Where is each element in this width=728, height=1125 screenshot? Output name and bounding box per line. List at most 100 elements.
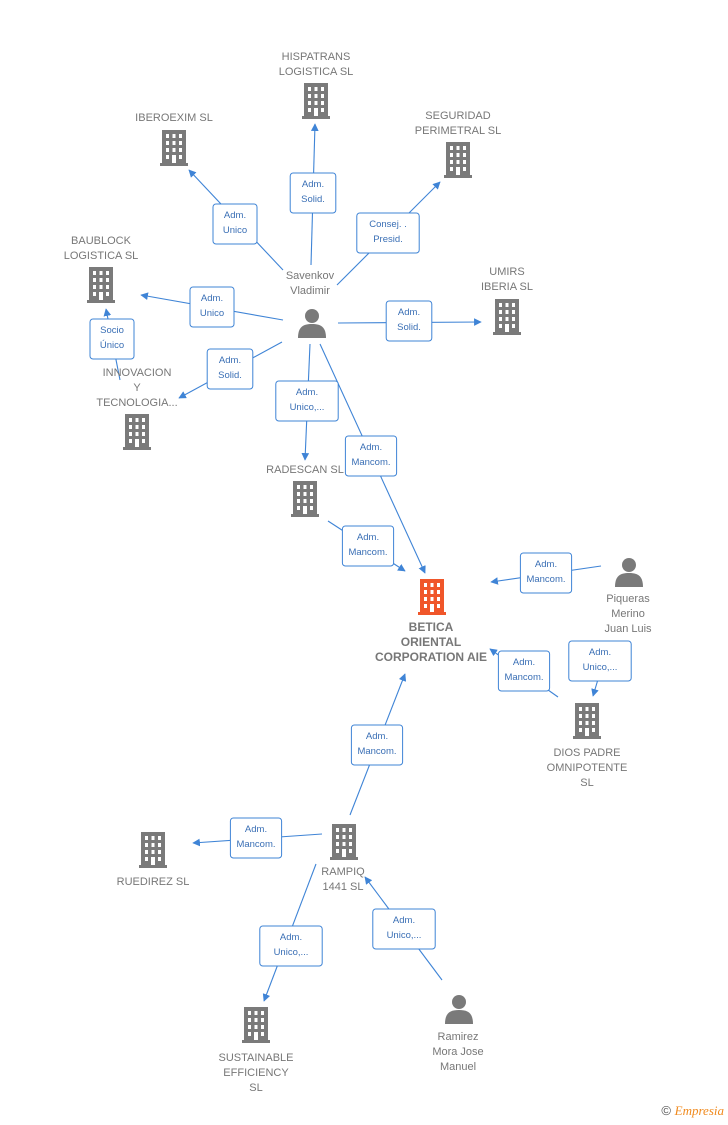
company-node-hispatrans[interactable]: HISPATRANS LOGISTICA SL bbox=[279, 51, 354, 119]
node-label[interactable]: SL bbox=[249, 1082, 262, 1094]
company-node-innovacion[interactable]: INNOVACION Y TECNOLOGIA... bbox=[96, 367, 178, 450]
edge-role-box[interactable] bbox=[275, 380, 339, 422]
building-icon[interactable] bbox=[139, 832, 167, 868]
node-label[interactable]: IBEROEXIM SL bbox=[135, 112, 213, 124]
company-node-baublock[interactable]: BAUBLOCK LOGISTICA SL bbox=[64, 235, 139, 303]
node-label[interactable]: RADESCAN SL bbox=[266, 464, 344, 476]
edge-role-box[interactable] bbox=[385, 300, 433, 342]
building-icon[interactable] bbox=[444, 142, 472, 178]
company-node-iberoexim[interactable]: IBEROEXIM SL bbox=[135, 112, 213, 166]
edge-role-label[interactable]: Adm.Mancom. bbox=[350, 724, 404, 766]
edge-role-box[interactable] bbox=[344, 435, 398, 477]
person-icon[interactable] bbox=[298, 309, 326, 338]
node-label[interactable]: EFFICIENCY bbox=[223, 1067, 289, 1079]
edge-role-label[interactable]: Adm.Mancom. bbox=[341, 525, 395, 567]
edge-role-label[interactable]: Consej. .Presid. bbox=[356, 212, 420, 254]
node-label[interactable]: RAMPIQ bbox=[321, 866, 365, 878]
node-label[interactable]: Y bbox=[133, 382, 141, 394]
node-label[interactable]: Vladimir bbox=[290, 285, 330, 297]
edge-role-box[interactable] bbox=[206, 348, 254, 390]
edge-role-label[interactable]: Adm.Unico bbox=[212, 203, 258, 245]
edge-role-label[interactable]: Adm.Unico,... bbox=[275, 380, 339, 422]
edge-role-label[interactable]: Adm.Unico,... bbox=[259, 925, 323, 967]
edge-role-label[interactable]: Adm.Unico bbox=[189, 286, 235, 328]
edge-role-box[interactable] bbox=[229, 817, 283, 859]
node-label[interactable]: Mora Jose bbox=[432, 1046, 483, 1058]
building-icon[interactable] bbox=[418, 579, 446, 615]
node-label[interactable]: DIOS PADRE bbox=[553, 747, 620, 759]
node-label[interactable]: SUSTAINABLE bbox=[219, 1052, 294, 1064]
node-label[interactable]: BETICA bbox=[409, 620, 454, 634]
node-label[interactable]: UMIRS bbox=[489, 266, 524, 278]
company-node-rampiq[interactable]: RAMPIQ 1441 SL bbox=[321, 824, 365, 893]
node-label[interactable]: Ramirez bbox=[438, 1031, 479, 1043]
edge-role-box[interactable] bbox=[189, 286, 235, 328]
edge-role-label[interactable]: Adm.Solid. bbox=[289, 172, 337, 214]
edge-role-label[interactable]: Adm.Unico,... bbox=[372, 908, 436, 950]
node-label[interactable]: 1441 SL bbox=[323, 881, 364, 893]
node-label[interactable]: RUEDIREZ SL bbox=[117, 876, 190, 888]
edge-role-box[interactable] bbox=[259, 925, 323, 967]
company-node-ruedirez[interactable]: RUEDIREZ SL bbox=[117, 832, 190, 888]
node-label[interactable]: SEGURIDAD bbox=[425, 110, 490, 122]
edge-role-box[interactable] bbox=[356, 212, 420, 254]
company-node-umirs[interactable]: UMIRS IBERIA SL bbox=[481, 266, 533, 335]
building-icon[interactable] bbox=[330, 824, 358, 860]
node-label[interactable]: BAUBLOCK bbox=[71, 235, 132, 247]
person-icon[interactable] bbox=[445, 995, 473, 1024]
brand-logo[interactable]: Empresia bbox=[674, 1103, 724, 1118]
node-label[interactable]: Juan Luis bbox=[604, 623, 652, 635]
edge-role-label[interactable]: Adm.Mancom. bbox=[519, 552, 573, 594]
node-label[interactable]: SL bbox=[580, 777, 593, 789]
company-node-diospadre[interactable]: DIOS PADRE OMNIPOTENTE SL bbox=[547, 703, 628, 789]
node-label[interactable]: LOGISTICA SL bbox=[64, 250, 139, 262]
edge-role-box[interactable] bbox=[372, 908, 436, 950]
building-icon[interactable] bbox=[242, 1007, 270, 1043]
node-label[interactable]: Manuel bbox=[440, 1061, 476, 1073]
edge-role-box[interactable] bbox=[568, 640, 632, 682]
edge-role-box[interactable] bbox=[89, 318, 135, 360]
building-icon[interactable] bbox=[573, 703, 601, 739]
edge-role-box[interactable] bbox=[519, 552, 573, 594]
building-icon[interactable] bbox=[291, 481, 319, 517]
node-label[interactable]: OMNIPOTENTE bbox=[547, 762, 628, 774]
edge-role-box[interactable] bbox=[497, 650, 551, 692]
node-label[interactable]: Savenkov bbox=[286, 270, 335, 282]
edge-role-box[interactable] bbox=[289, 172, 337, 214]
edge-role-text: Adm. bbox=[245, 824, 267, 835]
edge-role-text: Mancom. bbox=[348, 547, 387, 558]
node-label[interactable]: ORIENTAL bbox=[401, 635, 461, 649]
person-icon[interactable] bbox=[615, 558, 643, 587]
building-icon[interactable] bbox=[123, 414, 151, 450]
node-label[interactable]: PERIMETRAL SL bbox=[415, 125, 501, 137]
building-icon[interactable] bbox=[493, 299, 521, 335]
edge-role-label[interactable]: Adm.Unico,... bbox=[568, 640, 632, 682]
node-label[interactable]: Piqueras bbox=[606, 593, 650, 605]
edge-role-box[interactable] bbox=[341, 525, 395, 567]
edge-role-label[interactable]: Adm.Solid. bbox=[385, 300, 433, 342]
node-label[interactable]: IBERIA SL bbox=[481, 281, 533, 293]
company-node-seguridad[interactable]: SEGURIDAD PERIMETRAL SL bbox=[415, 110, 501, 178]
building-icon[interactable] bbox=[302, 83, 330, 119]
building-icon[interactable] bbox=[160, 130, 188, 166]
edge-role-label[interactable]: Adm.Mancom. bbox=[229, 817, 283, 859]
node-label[interactable]: CORPORATION AIE bbox=[375, 650, 487, 664]
edge-role-label[interactable]: Adm.Solid. bbox=[206, 348, 254, 390]
node-label[interactable]: TECNOLOGIA... bbox=[96, 397, 177, 409]
edge-role-box[interactable] bbox=[212, 203, 258, 245]
node-label[interactable]: LOGISTICA SL bbox=[279, 66, 354, 78]
node-label[interactable]: HISPATRANS bbox=[282, 51, 351, 63]
building-icon[interactable] bbox=[87, 267, 115, 303]
company-node-sustainable[interactable]: SUSTAINABLE EFFICIENCY SL bbox=[219, 1007, 294, 1094]
node-label[interactable]: Merino bbox=[611, 608, 645, 620]
edge-role-label[interactable]: Adm.Mancom. bbox=[344, 435, 398, 477]
company-node-radescan[interactable]: RADESCAN SL bbox=[266, 464, 344, 517]
node-label[interactable]: INNOVACION bbox=[103, 367, 172, 379]
edge-role-box[interactable] bbox=[350, 724, 404, 766]
edge-role-label[interactable]: Adm.Mancom. bbox=[497, 650, 551, 692]
